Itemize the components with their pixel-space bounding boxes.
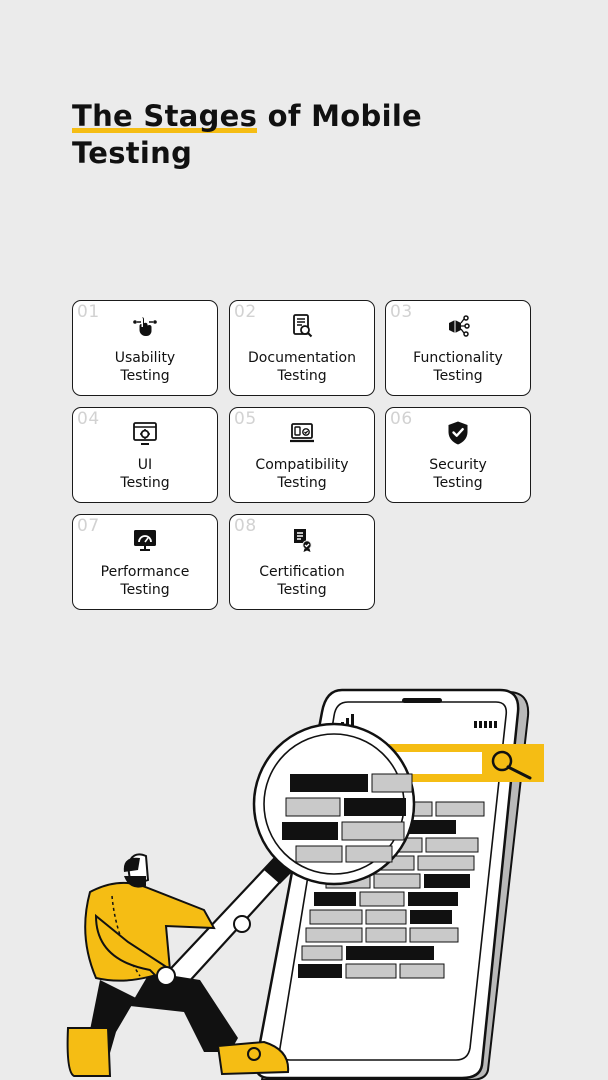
- cubes-network-icon: [449, 315, 470, 337]
- person-figure: [66, 853, 290, 1077]
- touch-icon: [133, 317, 157, 336]
- stage-number: 07: [77, 516, 100, 536]
- battery-icon: [474, 721, 497, 728]
- title-rest: of Mobile Testing: [72, 99, 423, 170]
- stage-number: 01: [77, 302, 100, 322]
- ui-gear-icon: [133, 422, 157, 445]
- search-field: [384, 752, 482, 774]
- laptop-check-icon: [290, 423, 314, 443]
- mobile-testing-illustration: [66, 688, 544, 1080]
- phone-speaker: [402, 698, 442, 703]
- document-search-icon: [293, 314, 313, 338]
- stage-number: 02: [234, 302, 257, 322]
- title-highlight: The Stages: [72, 99, 258, 133]
- magnified-bars: [282, 773, 413, 863]
- certificate-icon: [294, 529, 312, 552]
- speedometer-monitor-icon: [134, 530, 156, 551]
- stage-number: 08: [234, 516, 257, 536]
- shield-check-icon: [448, 421, 468, 445]
- stage-number: 03: [390, 302, 413, 322]
- stage-number: 04: [77, 409, 100, 429]
- search-icon: [491, 750, 532, 780]
- stage-number: 05: [234, 409, 257, 429]
- stage-number: 06: [390, 409, 413, 429]
- page-title: The Stages of Mobile Testing: [72, 98, 492, 172]
